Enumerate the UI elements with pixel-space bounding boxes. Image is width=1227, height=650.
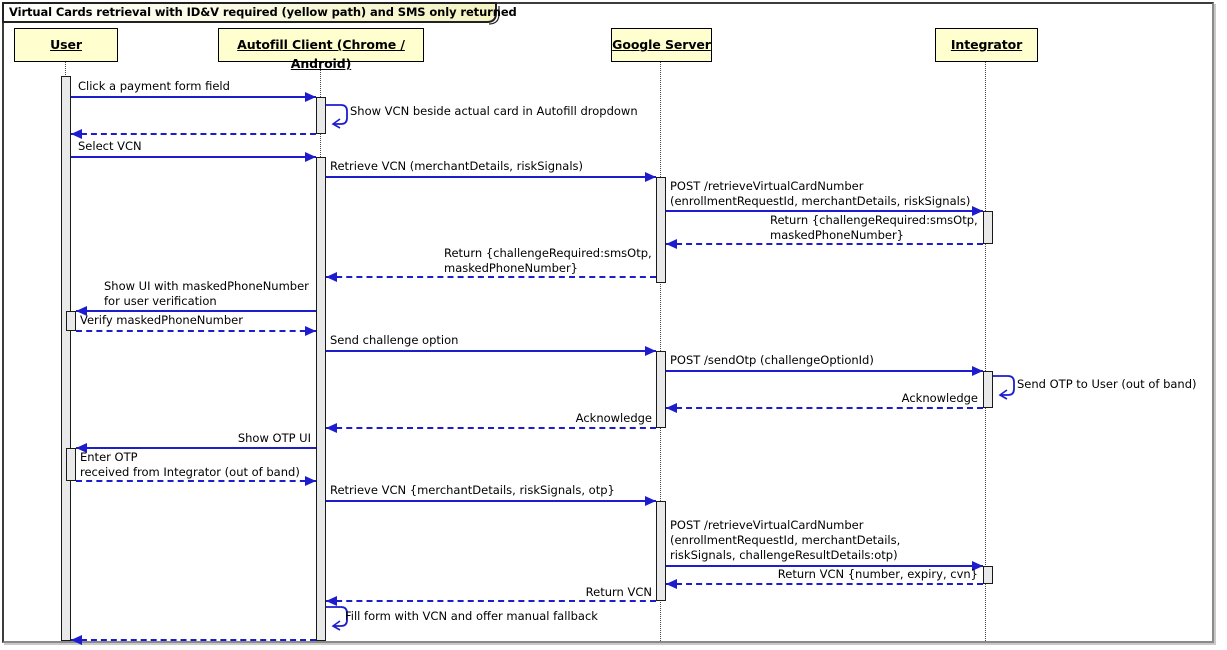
message-label: Send OTP to User (out of band) <box>1017 377 1197 391</box>
message-label: Verify maskedPhoneNumber <box>80 313 243 327</box>
message-line <box>76 480 316 482</box>
participant-label: User <box>50 37 82 52</box>
arrowhead-icon <box>972 206 983 216</box>
message-line <box>666 370 983 372</box>
arrowhead-icon <box>666 579 677 589</box>
activation-bar-integrator <box>983 211 993 244</box>
message-label: Return VCN <box>585 585 652 599</box>
activation-bar-autofill <box>316 157 326 641</box>
lifeline-integrator <box>985 62 986 641</box>
arrowhead-icon <box>666 403 677 413</box>
title-tab <box>2 2 500 25</box>
arrowhead-icon <box>645 172 656 182</box>
message-line <box>71 639 316 641</box>
arrowhead-icon <box>305 476 316 486</box>
arrowhead-icon <box>972 561 983 571</box>
activation-bar-google <box>656 501 666 601</box>
arrowhead-icon <box>76 443 87 453</box>
message-line <box>71 156 316 158</box>
message-label: Show UI with maskedPhoneNumber for user … <box>104 279 309 308</box>
message-label: Fill form with VCN and offer manual fall… <box>345 609 598 623</box>
activation-bar-autofill <box>316 97 326 134</box>
activation-bar-integrator <box>983 566 993 584</box>
message-label: Acknowledge <box>575 411 652 425</box>
message-line <box>76 330 316 332</box>
arrowhead-icon <box>972 366 983 376</box>
arrowhead-icon <box>305 152 316 162</box>
diagram-title: Virtual Cards retrieval with ID&V requir… <box>9 5 517 19</box>
arrowhead-icon <box>71 635 82 645</box>
message-label: Click a payment form field <box>78 79 230 93</box>
message-line <box>666 565 983 567</box>
activation-bar-google <box>656 177 666 283</box>
arrowhead-icon <box>305 92 316 102</box>
self-message-loop <box>326 104 348 129</box>
diagram-frame <box>2 2 1214 643</box>
message-line <box>326 500 656 502</box>
arrowhead-icon <box>666 239 677 249</box>
message-label: Return VCN {number, expiry, cvn} <box>777 567 978 581</box>
activation-bar-integrator <box>983 371 993 408</box>
message-line <box>666 210 983 212</box>
message-line <box>326 350 656 352</box>
message-label: Retrieve VCN {merchantDetails, riskSigna… <box>330 483 615 497</box>
message-label: Enter OTP received from Integrator (out … <box>80 450 300 479</box>
message-line <box>71 96 316 98</box>
message-line <box>326 176 656 178</box>
participant-autofill: Autofill Client (Chrome / Android) <box>218 28 424 71</box>
participant-label: Integrator <box>950 37 1023 52</box>
message-label: Show VCN beside actual card in Autofill … <box>350 104 638 118</box>
arrowhead-icon <box>305 326 316 336</box>
participant-label: Google Server <box>612 37 711 52</box>
message-label: Send challenge option <box>330 333 459 347</box>
arrowhead-icon <box>76 306 87 316</box>
participant-google: Google Server <box>611 28 712 62</box>
activation-bar-user <box>61 76 71 641</box>
message-line <box>666 407 983 409</box>
message-label: POST /retrieveVirtualCardNumber (enrollm… <box>670 518 901 562</box>
activation-bar-user <box>66 311 76 331</box>
message-line <box>76 447 316 449</box>
activation-bar-user <box>66 448 76 481</box>
message-line <box>666 243 983 245</box>
message-label: Select VCN <box>78 139 142 153</box>
message-line <box>326 600 656 602</box>
arrowhead-icon <box>326 596 337 606</box>
arrowhead-icon <box>645 346 656 356</box>
message-label: Return {challengeRequired:smsOtp, masked… <box>770 213 978 242</box>
message-line <box>666 583 983 585</box>
self-message-loop <box>993 375 1015 400</box>
participant-label: Autofill Client (Chrome / Android) <box>237 37 405 71</box>
message-label: Acknowledge <box>901 391 978 405</box>
arrowhead-icon <box>326 423 337 433</box>
message-line <box>76 310 316 312</box>
message-label: POST /sendOtp (challengeOptionId) <box>670 353 874 367</box>
message-line <box>326 276 656 278</box>
message-label: Show OTP UI <box>237 431 311 445</box>
participant-user: User <box>14 28 118 62</box>
arrowhead-icon <box>326 272 337 282</box>
message-line <box>71 133 316 135</box>
message-line <box>326 427 656 429</box>
self-message-loop <box>326 606 348 631</box>
arrowhead-icon <box>645 496 656 506</box>
message-label: Retrieve VCN (merchantDetails, riskSigna… <box>330 159 583 173</box>
message-label: Return {challengeRequired:smsOtp, masked… <box>444 246 652 275</box>
message-label: POST /retrieveVirtualCardNumber (enrollm… <box>670 179 971 208</box>
arrowhead-icon <box>71 129 82 139</box>
participant-integrator: Integrator <box>935 28 1038 62</box>
activation-bar-google <box>656 351 666 428</box>
